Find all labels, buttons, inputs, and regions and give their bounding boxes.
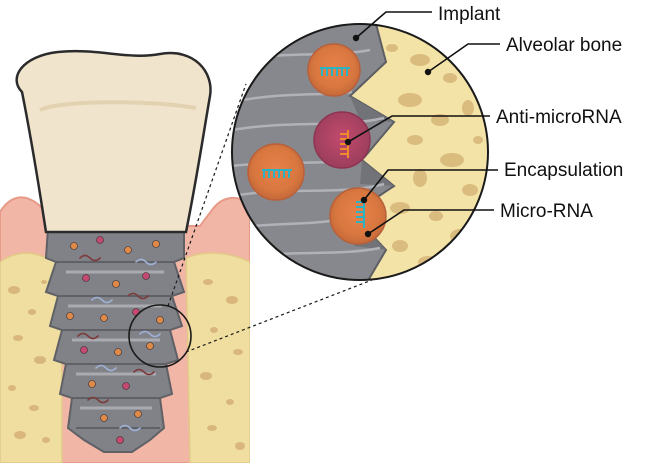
bone-pores: [8, 279, 245, 450]
implant-highlights: [66, 270, 164, 410]
alveolar-bone-right: [185, 252, 250, 463]
implant-strands: [77, 254, 161, 432]
implant-threads: [56, 261, 174, 429]
label-alveolar-bone: Alveolar bone: [506, 35, 622, 56]
label-implant: Implant: [438, 4, 501, 25]
anti-microrna-particle: [313, 111, 371, 169]
magnify-source-circle: [128, 304, 192, 368]
leader-encapsulation: [363, 169, 498, 201]
crown-shading: [39, 100, 197, 112]
leader-implant: [355, 11, 432, 39]
alveolar-bone-left: [0, 252, 63, 463]
label-micro-rna: Micro-RNA: [500, 201, 593, 222]
leader-lines: [344, 11, 500, 238]
leader-micro-rna: [367, 209, 494, 235]
strand-comb-encapsulated: [356, 198, 365, 228]
zoom-circle-border: [231, 23, 489, 281]
tooth-crown: [15, 49, 212, 234]
leader-alveolar-bone: [427, 43, 500, 73]
nanoparticle-top: [307, 43, 361, 97]
jaw-section: [0, 49, 250, 463]
label-anti-microrna: Anti-microRNA: [496, 107, 622, 128]
strand-comb-left: [262, 169, 292, 178]
nanoparticle-encapsulation: [329, 187, 387, 245]
nanoparticle-left: [247, 143, 305, 201]
leader-anti-microrna: [347, 115, 490, 143]
strand-comb-top: [320, 67, 350, 76]
label-encapsulation: Encapsulation: [504, 160, 623, 181]
